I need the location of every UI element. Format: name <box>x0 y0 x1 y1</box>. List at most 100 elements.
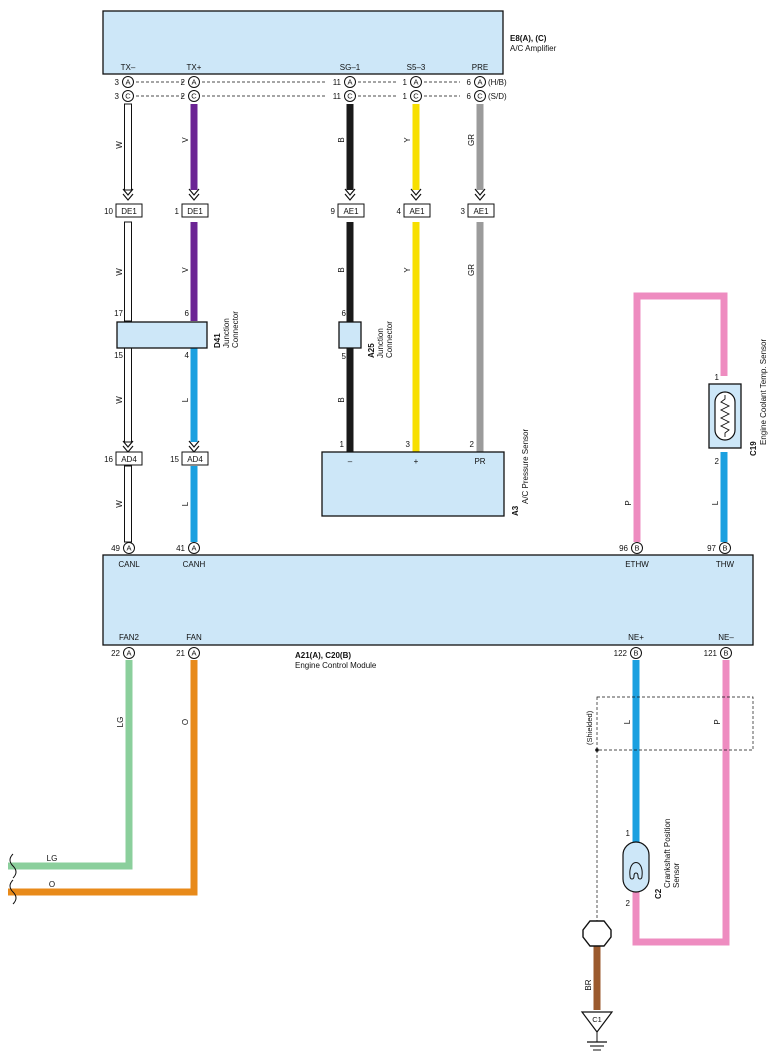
ecm-name: Engine Control Module <box>295 661 377 670</box>
pin-mark: A <box>347 78 352 87</box>
a3-name: A/C Pressure Sensor <box>521 429 530 504</box>
pin-number: 2 <box>715 457 720 466</box>
wire-label: W <box>115 396 124 404</box>
coolant-sensor: 1 2 C19 Engine Coolant Temp. Sensor <box>708 339 768 466</box>
wire-label: BR <box>584 979 593 990</box>
sensor-pin: + <box>414 457 419 466</box>
junction-a25: 6 5 A25 Junction Connector <box>338 309 394 361</box>
c2-name: Crankshaft Position <box>663 819 672 888</box>
wire-label: B <box>337 137 346 142</box>
c19-name: Engine Coolant Temp. Sensor <box>759 339 768 445</box>
pin-number: 6 <box>467 78 472 87</box>
pin-number: 2 <box>626 899 631 908</box>
amp-name: A/C Amplifier <box>510 44 557 53</box>
pin-number: 11 <box>333 92 342 101</box>
wire-label: L <box>711 500 720 505</box>
pin-number: 4 <box>397 207 402 216</box>
wire-lg <box>8 660 133 870</box>
sensor-pin: – <box>348 457 353 466</box>
pin-mark: A <box>191 649 196 658</box>
pressure-sensor: – + PR 1 3 2 A3 A/C Pressure Sensor <box>321 429 530 517</box>
pin-number: 3 <box>406 440 411 449</box>
wire-label: W <box>115 268 124 276</box>
pin-number: 6 <box>342 309 347 318</box>
shield-label: (Shielded) <box>585 710 594 745</box>
amp-pin-name: TX– <box>121 63 136 72</box>
pin-number: 2 <box>181 78 186 87</box>
pin-number: 9 <box>331 207 336 216</box>
ecm-pin-name: FAN2 <box>119 633 140 642</box>
pin-number: 122 <box>614 649 628 658</box>
pin-mark: B <box>634 544 639 553</box>
ecm-pin-name: ETHW <box>625 560 649 569</box>
ecm-pin-name: CANL <box>118 560 140 569</box>
amp-pin-name: S5–3 <box>407 63 426 72</box>
pin-mark: C <box>191 92 197 101</box>
amp-pin-name: PRE <box>472 63 488 72</box>
pin-number: 11 <box>333 78 342 87</box>
pin-number: 10 <box>104 207 113 216</box>
junction-d41: 17 6 15 4 D41 Junction Connector <box>114 309 240 360</box>
ecm-bottom-pins: FAN2 FAN NE+ NE– A A B B 22 21 122 121 <box>111 633 734 659</box>
pin-number: 15 <box>114 351 123 360</box>
a25-name: Connector <box>385 321 394 358</box>
pin-mark: B <box>722 544 727 553</box>
wire-label: Y <box>403 267 412 273</box>
wire-label: O <box>181 719 190 725</box>
connector-ae1: AE1 <box>409 207 425 216</box>
pin-number: 2 <box>181 92 186 101</box>
pin-number: 49 <box>111 544 120 553</box>
pin-number: 22 <box>111 649 120 658</box>
pin-number: 1 <box>403 92 408 101</box>
amp-pin-name: SG–1 <box>340 63 361 72</box>
wire-label: GR <box>467 264 476 276</box>
connector-de1: DE1 <box>187 207 203 216</box>
pin-number: 15 <box>170 455 179 464</box>
pin-mark: A <box>413 78 418 87</box>
ecm-pin-name: NE+ <box>628 633 644 642</box>
ground-point: C1 <box>580 920 614 1051</box>
amp-ref: E8(A), (C) <box>510 34 547 43</box>
d41-name: Junction <box>222 318 231 348</box>
wire-p-ethw <box>633 292 728 542</box>
pin-number: 1 <box>340 440 345 449</box>
ecm-pin-name: FAN <box>186 633 202 642</box>
d41-name: Connector <box>231 311 240 348</box>
wire-label: LG <box>116 717 125 728</box>
pin-number: 1 <box>403 78 408 87</box>
pin-note: (S/D) <box>488 92 507 101</box>
connector-ae1: AE1 <box>343 207 359 216</box>
amp-pin-name: TX+ <box>187 63 202 72</box>
ac-amplifier: E8(A), (C) A/C Amplifier TX– TX+ SG–1 S5… <box>102 10 557 75</box>
pin-number: 121 <box>704 649 718 658</box>
inline-connectors: DE1 DE1 AE1 AE1 AE1 AD4 AD4 10 1 9 4 3 1… <box>104 203 495 466</box>
wire-label: L <box>623 719 632 724</box>
ecm-pin-name: THW <box>716 560 735 569</box>
connector-ad4: AD4 <box>121 455 137 464</box>
connector-ae1: AE1 <box>473 207 489 216</box>
wire-label: L <box>181 501 190 506</box>
pin-number: 3 <box>461 207 466 216</box>
a25-ref: A25 <box>367 343 376 358</box>
pin-number: 5 <box>342 352 347 361</box>
wire-label: V <box>181 267 190 273</box>
wire-label: B <box>337 397 346 402</box>
pin-mark: A <box>191 78 196 87</box>
amp-pins: A A A A A C C C C C 3 2 11 1 6 3 2 11 1 … <box>115 76 507 102</box>
pin-number: 1 <box>175 207 180 216</box>
pin-number: 16 <box>104 455 113 464</box>
ecm-pin-name: CANH <box>183 560 206 569</box>
ecm-top-pins: A A B B 49 41 96 97 CANL CANH ETHW THW <box>111 542 735 569</box>
a25-name: Junction <box>376 328 385 358</box>
wire-label: L <box>181 397 190 402</box>
pin-number: 4 <box>185 351 190 360</box>
pin-number: 1 <box>715 373 720 382</box>
pin-mark: C <box>477 92 483 101</box>
wire-label: GR <box>467 134 476 146</box>
pin-mark: C <box>125 92 131 101</box>
pin-number: 41 <box>176 544 185 553</box>
crank-sensor: 1 2 C2 Crankshaft Position Sensor <box>622 819 681 908</box>
wire-label: P <box>624 500 633 505</box>
pin-number: 2 <box>470 440 475 449</box>
